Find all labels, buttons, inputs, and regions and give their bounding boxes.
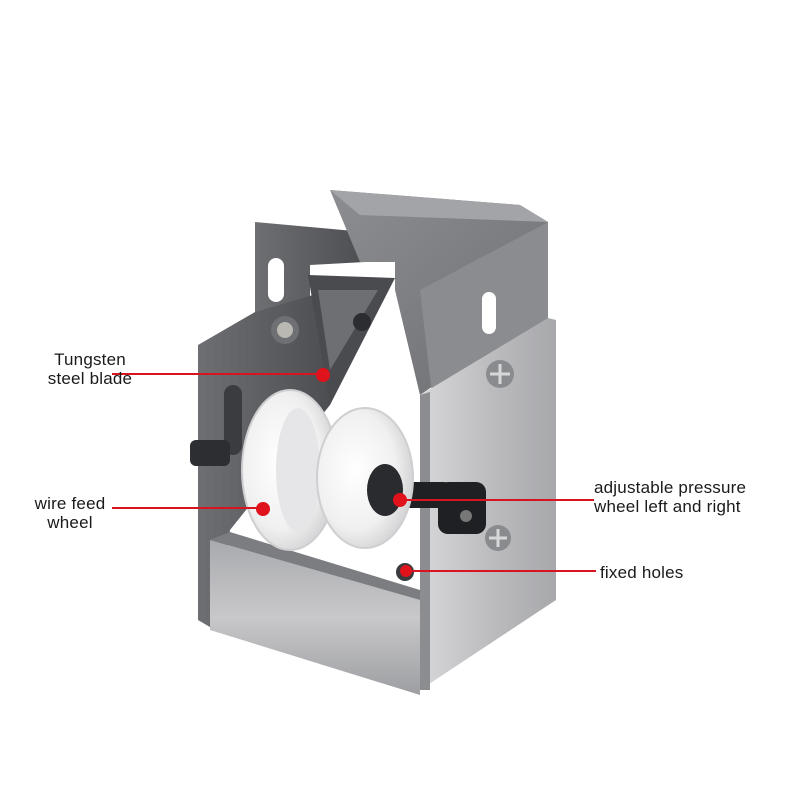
blade-bracket: [308, 275, 395, 405]
blade-marker-dot: [316, 368, 330, 382]
feed-wheel-label-line2: wheel: [47, 513, 93, 532]
feed-wheel-callout-label: wire feed wheel: [22, 494, 118, 532]
pressure-wheel-label-line2: wheel left and right: [594, 497, 741, 516]
fixed-holes-callout-label: fixed holes: [600, 563, 683, 582]
pressure-wheel-callout-label: adjustable pressure wheel left and right: [594, 478, 746, 516]
feed-wheel-marker-dot: [256, 502, 270, 516]
blade-label-line1: Tungsten: [54, 350, 126, 369]
callout-lines: [112, 373, 596, 572]
fixed-holes-marker-dot: [400, 565, 412, 577]
right-side-plate: [420, 318, 556, 690]
pressure-wheel: [316, 407, 414, 549]
fixed-holes-label-line1: fixed holes: [600, 563, 684, 582]
pressure-wheel-label-line1: adjustable pressure: [594, 478, 747, 497]
feed-wheel-label-line1: wire feed: [34, 494, 106, 513]
top-bracket: [310, 190, 548, 395]
blade-callout-label: Tungsten steel blade: [34, 350, 146, 388]
callout-markers: [256, 368, 412, 577]
blade-label-line2: steel blade: [47, 369, 133, 388]
pressure-wheel-marker-dot: [393, 493, 407, 507]
front-bottom-plate: [210, 532, 420, 695]
screws: [271, 313, 514, 581]
